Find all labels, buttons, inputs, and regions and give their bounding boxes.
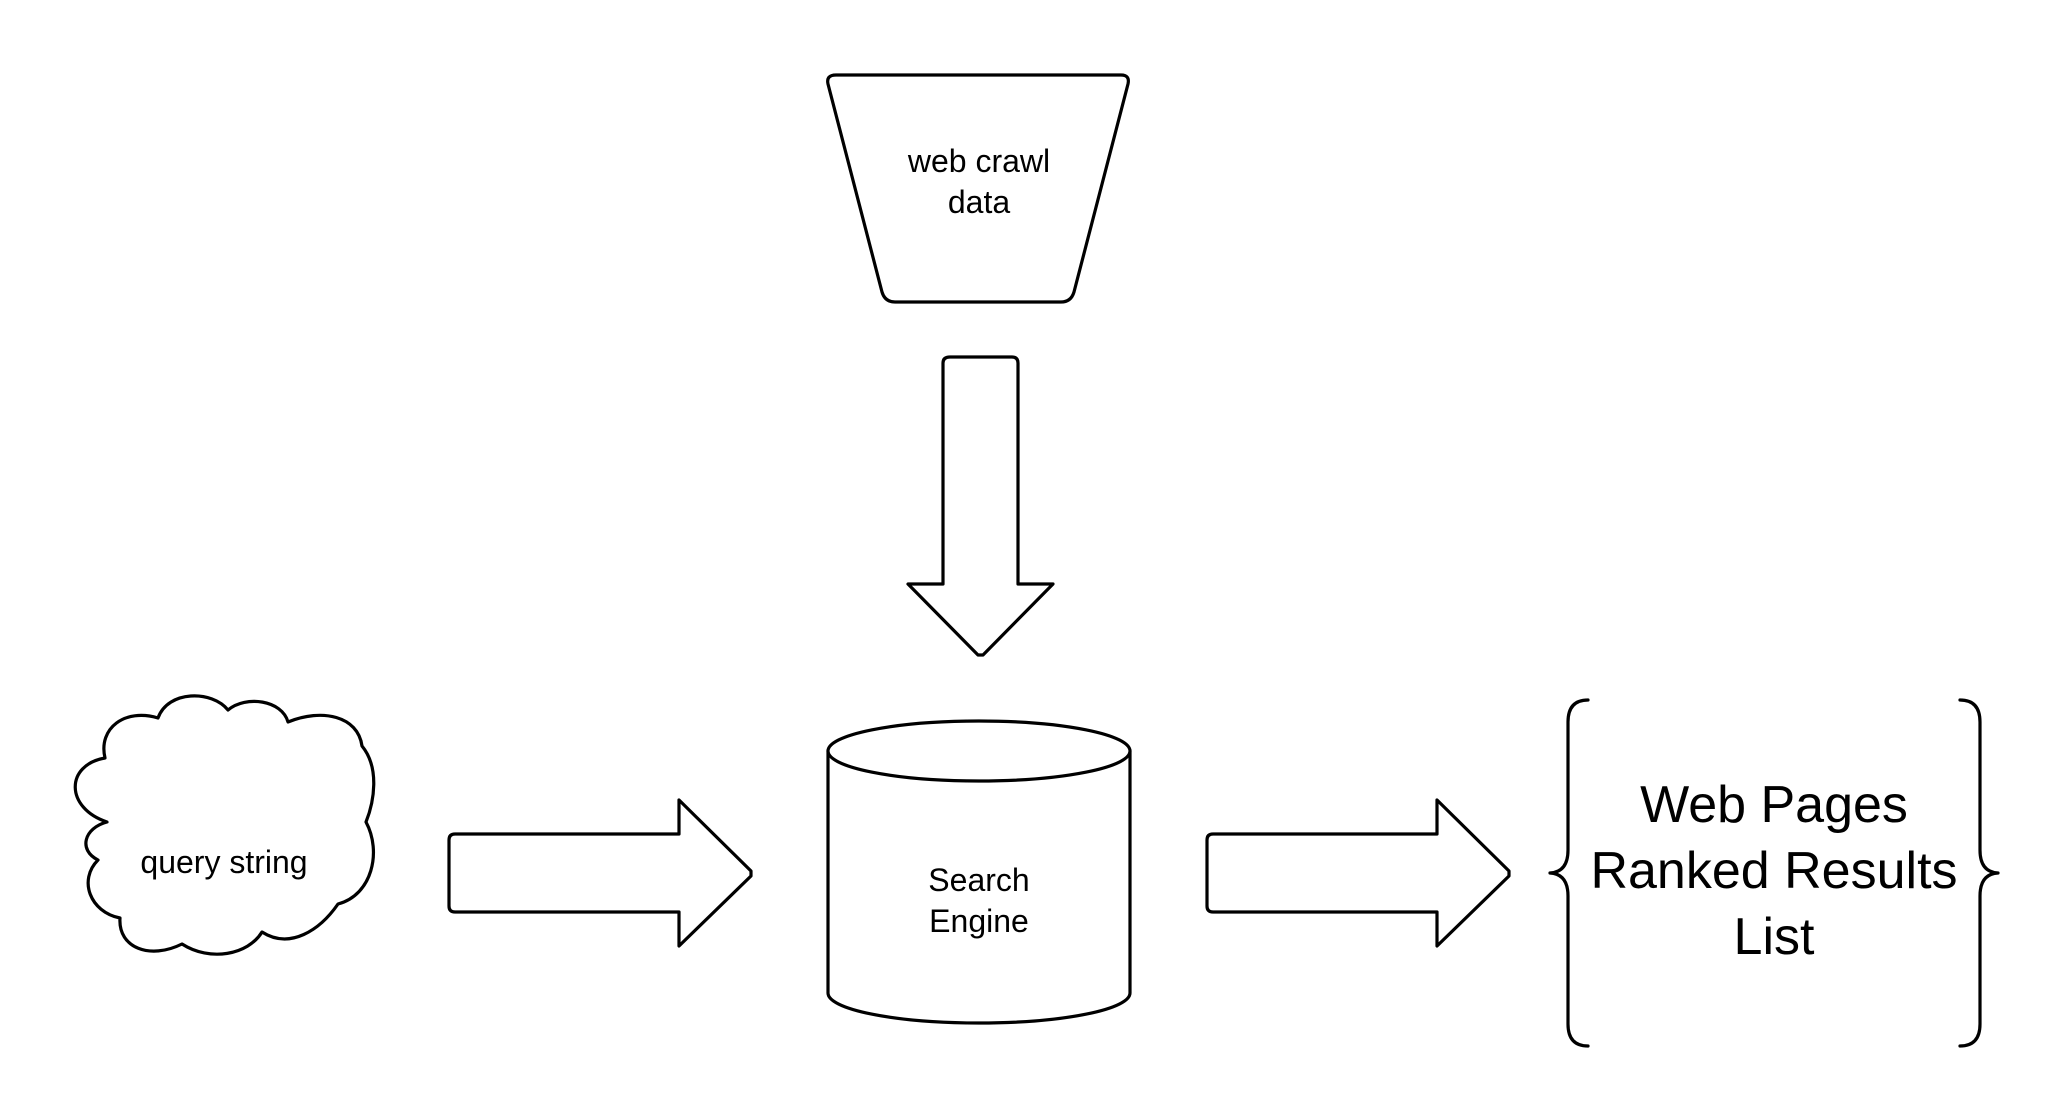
cylinder-top [826,719,1132,783]
query-string-label: query string [140,844,307,880]
web-crawl-data-node: web crawl data [826,73,1130,304]
down-arrow [906,355,1055,657]
web-crawl-label-line2: data [948,184,1010,220]
search-engine-label-line1: Search [928,862,1029,898]
right-arrow-query [447,798,753,948]
cloud-shape [73,694,376,956]
left-brace [1548,698,1590,1048]
results-label-line2: Ranked Results [1590,842,1957,900]
search-engine-label-line2: Engine [929,903,1029,939]
query-string-node: query string [73,694,376,956]
results-label-line3: List [1734,908,1815,966]
cylinder-body [826,749,1132,1025]
trapezoid-shape [826,73,1130,304]
web-crawl-label-line1: web crawl [907,143,1050,179]
search-engine-node: Search Engine [826,719,1132,1025]
right-brace [1958,698,2000,1048]
results-node: Web Pages Ranked Results List [1548,698,2000,1048]
right-arrow-results [1205,798,1511,948]
results-label-line1: Web Pages [1640,776,1908,834]
